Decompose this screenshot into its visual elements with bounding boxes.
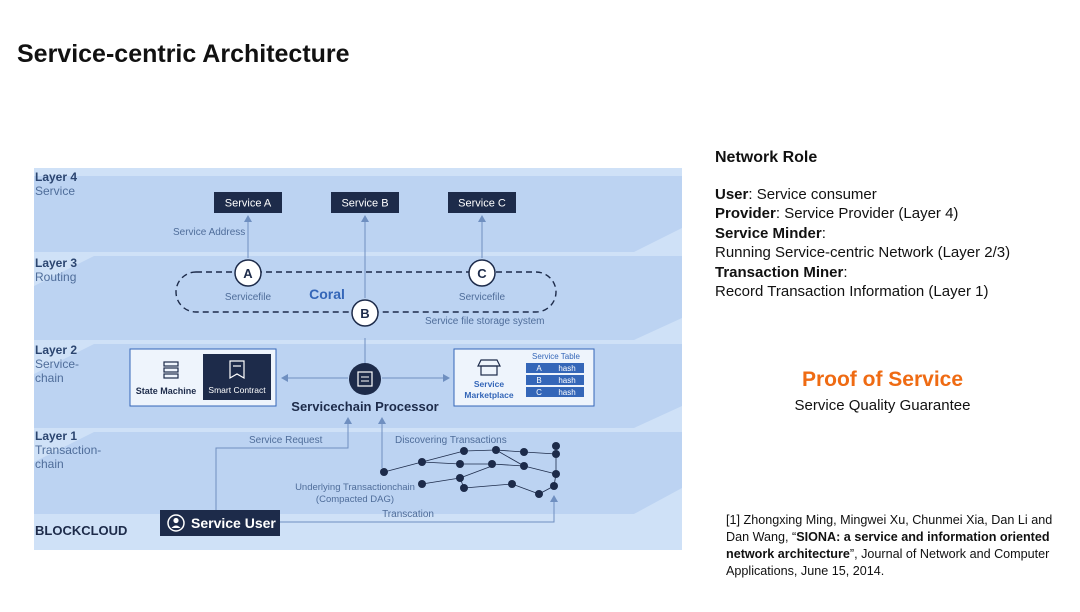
service-a-box bbox=[214, 192, 282, 213]
role-user-text: : Service consumer bbox=[748, 185, 877, 203]
reference-prefix: [1] Zhongxing Ming, Mingwei Xu, Chunmei … bbox=[726, 513, 1053, 544]
service-user-box bbox=[160, 510, 280, 536]
network-role-panel: Network Role User: Service consumer Prov… bbox=[715, 148, 1055, 302]
state-machine-icon bbox=[163, 361, 179, 379]
service-user-label: Service User bbox=[191, 515, 276, 531]
role-user-label: User bbox=[715, 185, 749, 203]
slide-title: Service-centric Architecture bbox=[17, 40, 350, 68]
proof-of-service: Proof of Service Service Quality Guarant… bbox=[715, 368, 1050, 414]
reference: [1] Zhongxing Ming, Mingwei Xu, Chunmei … bbox=[726, 512, 1066, 580]
smart-contract-label: Smart Contract bbox=[208, 385, 266, 395]
proof-title: Proof of Service bbox=[801, 368, 964, 391]
processor-label: Servicechain Processor bbox=[291, 399, 438, 414]
coral-label: Coral bbox=[309, 286, 345, 302]
role-minder-text: : bbox=[821, 224, 826, 242]
role-provider: Provider: Service Provider (Layer 4) bbox=[715, 204, 1055, 224]
layer-1-name: Layer 1 bbox=[35, 429, 77, 443]
layer-4-name: Layer 4 bbox=[35, 170, 77, 184]
role-minder-label: Service Minder bbox=[715, 224, 822, 242]
service-c-box bbox=[448, 192, 516, 213]
role-miner-label: Transaction Miner bbox=[715, 263, 844, 281]
user-icon bbox=[167, 514, 185, 532]
service-b-box bbox=[331, 192, 399, 213]
reference-paper-title: SIONA: a service and information oriente… bbox=[726, 530, 1050, 561]
service-a-label: Service A bbox=[225, 198, 272, 210]
network-role-title: Network Role bbox=[715, 149, 818, 166]
proof-subtitle: Service Quality Guarantee bbox=[794, 397, 971, 414]
underlying-label-1: Underlying Transactionchain bbox=[295, 482, 415, 493]
layer-1-plane bbox=[34, 432, 682, 514]
blockcloud-logo: BLOCKCLOUD bbox=[35, 523, 127, 538]
role-minder: Service Minder: bbox=[715, 224, 1055, 244]
role-miner-detail: Record Transaction Information (Layer 1) bbox=[715, 283, 989, 300]
underlying-label-2: (Compacted DAG) bbox=[316, 494, 394, 505]
service-c-label: Service C bbox=[458, 198, 506, 210]
marketplace-label-2: Marketplace bbox=[464, 390, 513, 400]
layer-1-desc-1: Transaction- bbox=[35, 443, 101, 457]
service-table-key-b: B bbox=[536, 376, 541, 385]
smart-contract-tile bbox=[203, 354, 271, 400]
layer-1-desc-2: chain bbox=[35, 457, 64, 471]
reference-suffix: ”, Journal of Network and Computer Appli… bbox=[726, 547, 1050, 578]
servicefile-c-label: Servicefile bbox=[459, 292, 506, 303]
node-a: A bbox=[234, 259, 262, 287]
layer-3-desc: Routing bbox=[35, 270, 76, 284]
service-table-key-a: A bbox=[536, 364, 542, 373]
node-b-letter: B bbox=[360, 306, 369, 321]
service-request-label: Service Request bbox=[249, 435, 323, 446]
service-table-val-a: hash bbox=[558, 364, 575, 373]
layer-4-desc: Service bbox=[35, 184, 75, 198]
smart-contract-icon bbox=[229, 360, 245, 380]
service-address-label: Service Address bbox=[173, 227, 245, 238]
node-b: B bbox=[351, 299, 379, 327]
layer-2-desc-2: chain bbox=[35, 371, 64, 385]
node-a-letter: A bbox=[243, 266, 253, 281]
processor-icon bbox=[349, 363, 381, 395]
servicefile-a-label: Servicefile bbox=[225, 292, 272, 303]
layer-2-desc-1: Service- bbox=[35, 357, 79, 371]
layer-3-plane bbox=[34, 256, 682, 340]
layer-2-name: Layer 2 bbox=[35, 343, 77, 357]
architecture-diagram: Layer 4 Service Layer 3 Routing Layer 2 … bbox=[34, 168, 682, 550]
marketplace-icon bbox=[477, 359, 501, 376]
discovering-label: Discovering Transactions bbox=[395, 435, 507, 446]
node-c: C bbox=[468, 259, 496, 287]
role-provider-text: : Service Provider (Layer 4) bbox=[775, 205, 959, 222]
node-c-letter: C bbox=[477, 266, 487, 281]
service-b-label: Service B bbox=[341, 198, 388, 210]
service-table-val-b: hash bbox=[558, 376, 575, 385]
role-miner: Transaction Miner: bbox=[715, 263, 1055, 283]
role-user: User: Service consumer bbox=[715, 185, 1055, 205]
storage-label: Service file storage system bbox=[425, 316, 545, 327]
service-table: A hash B hash C hash bbox=[526, 363, 584, 397]
layer-4-plane bbox=[34, 176, 682, 252]
layer-3-name: Layer 3 bbox=[35, 256, 77, 270]
service-table-val-c: hash bbox=[558, 388, 575, 397]
role-provider-label: Provider bbox=[715, 205, 776, 222]
service-table-title: Service Table bbox=[532, 352, 580, 361]
role-minder-detail: Running Service-centric Network (Layer 2… bbox=[715, 244, 1011, 261]
transcation-label: Transcation bbox=[382, 509, 434, 520]
state-machine-label: State Machine bbox=[136, 386, 197, 396]
role-miner-text: : bbox=[843, 263, 848, 281]
transaction-dag bbox=[380, 442, 560, 498]
marketplace-label-1: Service bbox=[474, 379, 505, 389]
service-table-key-c: C bbox=[536, 388, 542, 397]
